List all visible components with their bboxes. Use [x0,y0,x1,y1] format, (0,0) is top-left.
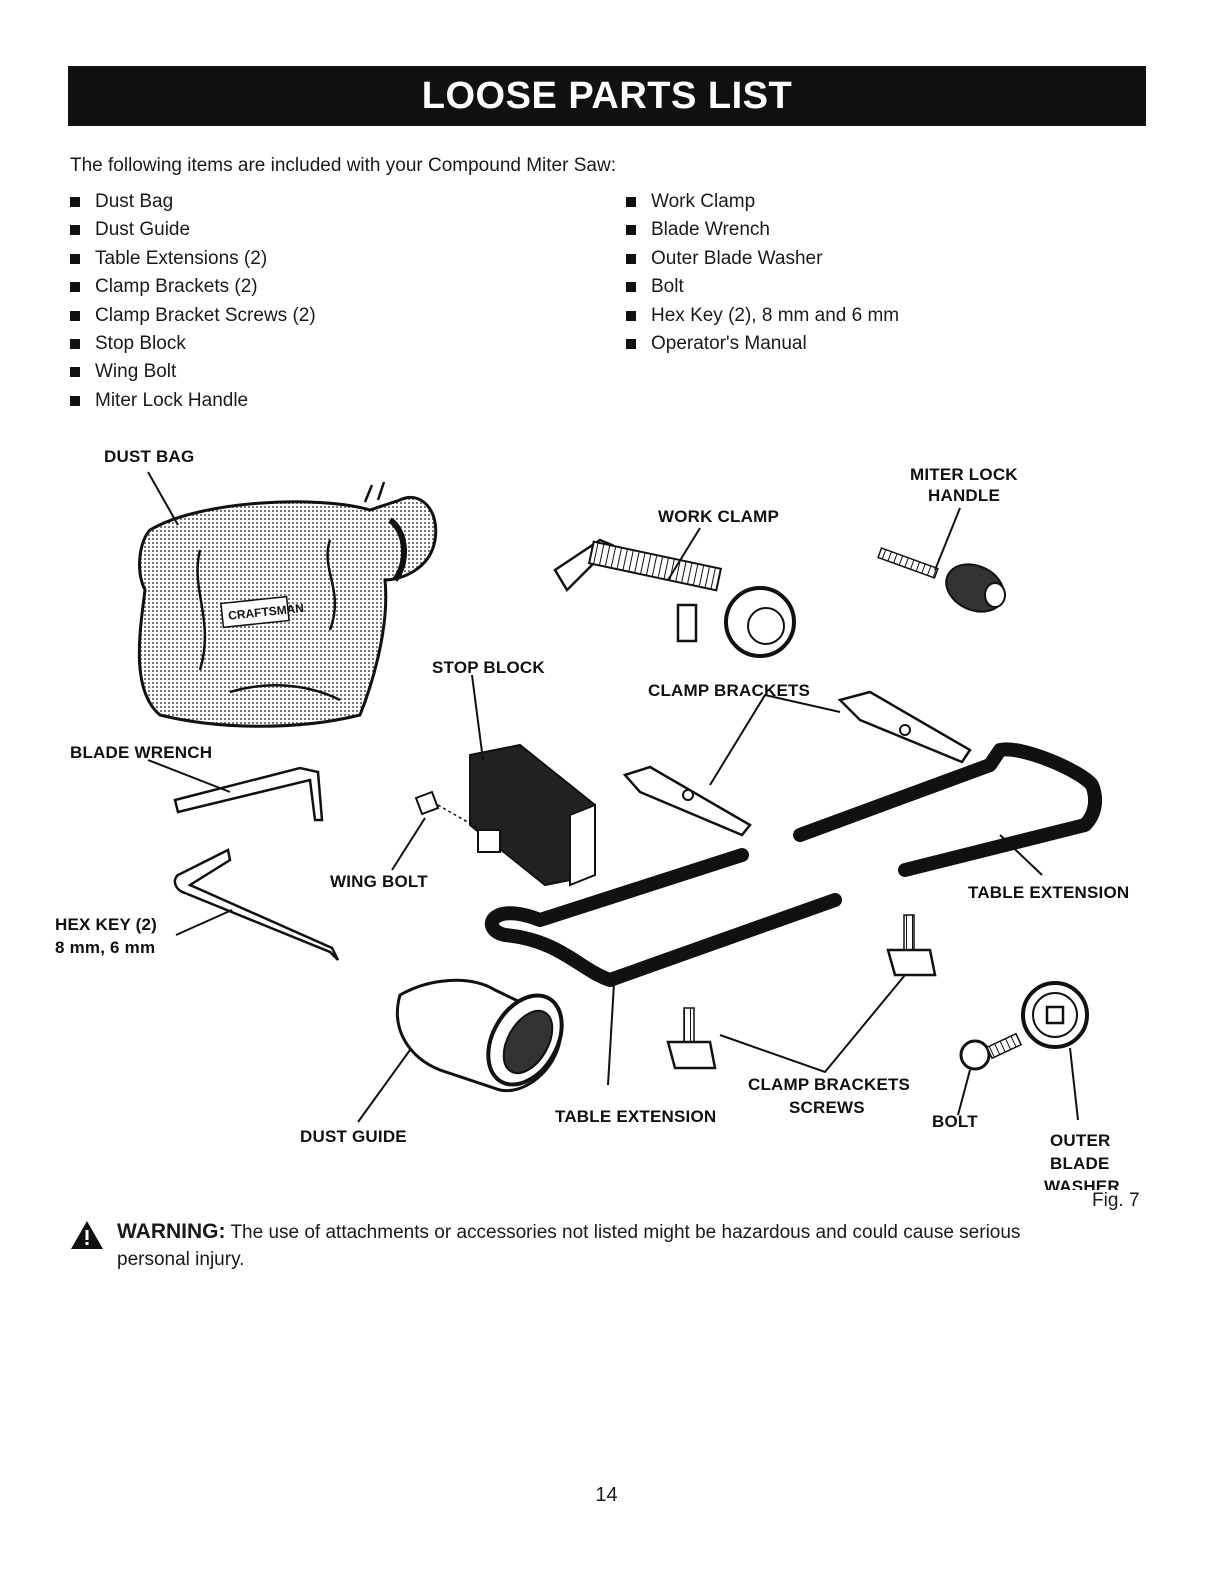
warning-label: WARNING: [117,1220,226,1243]
label-blade-wrench: BLADE WRENCH [70,743,212,762]
work-clamp-illustration [553,538,796,658]
leader-line [147,471,179,526]
label-miter-lock-2: HANDLE [928,486,1000,505]
page-title: LOOSE PARTS LIST [421,74,793,117]
list-item: Miter Lock Handle [70,387,316,415]
label-table-extension-right: TABLE EXTENSION [968,883,1129,902]
label-clamp-brackets: CLAMP BRACKETS [648,681,810,700]
table-extension-right-illustration [793,742,1103,877]
list-item: Clamp Bracket Screws (2) [70,302,316,330]
label-miter-lock-1: MITER LOCK [910,465,1018,484]
list-item: Hex Key (2), 8 mm and 6 mm [626,302,899,330]
wing-bolt-illustration [414,790,479,829]
warning-triangle-icon [71,1221,103,1249]
title-banner: LOOSE PARTS LIST [68,66,1146,126]
leader-line [934,507,961,571]
label-hex-key-1: HEX KEY (2) [55,915,157,934]
label-dust-guide: DUST GUIDE [300,1127,407,1146]
label-table-extension-bottom: TABLE EXTENSION [555,1107,716,1126]
leader-line [607,982,615,1086]
warning-block: WARNING: The use of attachments or acces… [70,1218,1130,1273]
leader-line [667,527,701,581]
label-clamp-screws-1: CLAMP BRACKETS [748,1075,910,1094]
label-outer-3: WASHER [1044,1177,1120,1190]
clamp-brackets-illustration [622,690,972,837]
page-number: 14 [595,1484,618,1506]
list-item: Operator's Manual [626,330,899,358]
label-stop-block: STOP BLOCK [432,658,545,677]
parts-list-left: Dust Bag Dust Guide Table Extensions (2)… [70,188,316,415]
outer-blade-washer-illustration [1021,981,1089,1049]
label-wing-bolt: WING BOLT [330,872,428,891]
dust-guide-illustration [395,978,564,1093]
leader-line [719,974,906,1074]
list-item: Blade Wrench [626,216,899,244]
figure-number: Fig. 7 [1092,1190,1140,1211]
label-bolt: BOLT [932,1112,978,1131]
list-item: Wing Bolt [70,358,316,386]
bolt-illustration [959,1032,1023,1071]
leader-line [147,759,231,793]
miter-lock-handle-illustration [877,547,1006,613]
warning-line-2: personal injury. [117,1249,245,1270]
table-extension-bottom-illustration [484,848,842,987]
dust-bag-illustration: CRAFTSMAN [137,481,438,728]
parts-figure: CRAFTSMAN DUST BAG WORK CLAMP MITER LOCK… [55,447,1129,1190]
leader-line [357,1049,411,1123]
clamp-bracket-screws-illustration [666,914,937,1070]
list-item: Work Clamp [626,188,899,216]
leader-line [175,909,233,936]
label-hex-key-2: 8 mm, 6 mm [55,938,155,957]
leader-line [957,1069,971,1116]
list-item: Table Extensions (2) [70,245,316,273]
list-item: Bolt [626,273,899,301]
label-outer-1: OUTER [1050,1131,1111,1150]
list-item: Dust Guide [70,216,316,244]
leader-line [709,693,841,786]
blade-wrench-illustration [173,766,324,822]
hex-key-illustration [173,848,340,961]
warning-line-1: The use of attachments or accessories no… [230,1222,1021,1243]
list-item: Stop Block [70,330,316,358]
parts-list-right: Work Clamp Blade Wrench Outer Blade Wash… [626,188,899,358]
intro-text: The following items are included with yo… [70,155,616,176]
list-item: Dust Bag [70,188,316,216]
list-item: Clamp Brackets (2) [70,273,316,301]
stop-block-illustration [469,743,596,887]
leader-line [1069,1047,1079,1121]
leader-line [999,834,1043,876]
leader-line [391,817,426,871]
label-outer-2: BLADE [1050,1154,1110,1173]
warning-text: WARNING: The use of attachments or acces… [70,1218,1130,1246]
label-work-clamp: WORK CLAMP [658,507,779,526]
list-item: Outer Blade Washer [626,245,899,273]
leader-line [471,674,484,761]
label-dust-bag: DUST BAG [104,447,194,466]
label-clamp-screws-2: SCREWS [789,1098,865,1117]
